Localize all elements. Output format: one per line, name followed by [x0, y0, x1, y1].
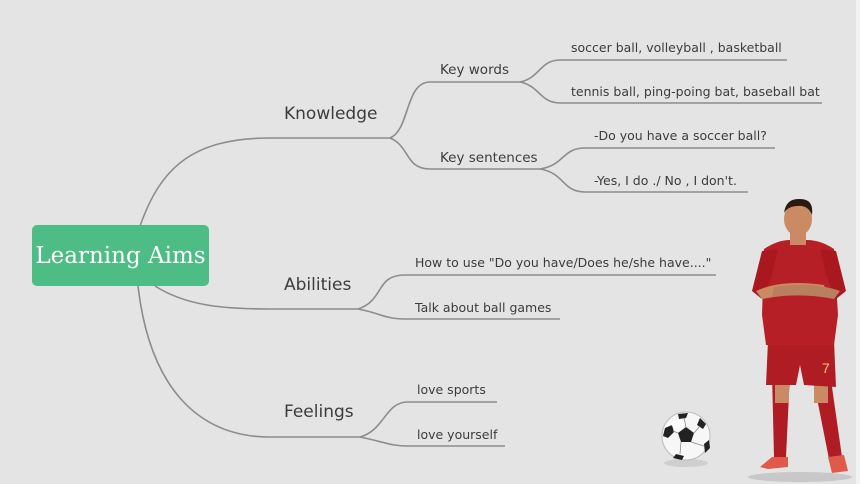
leaf-abilities-2: Talk about ball games [415, 300, 552, 315]
connector-feelings-leaf1 [359, 401, 497, 438]
sub-key-words: Key words [440, 62, 509, 78]
root-node: Learning Aims [32, 225, 209, 286]
leaf-key-sentences-1: -Do you have a soccer ball? [594, 128, 767, 143]
connector-root-knowledge [139, 137, 390, 227]
leaf-feelings-1: love sports [417, 382, 486, 397]
connector-abilities-leaf1 [357, 274, 716, 310]
soccer-ball-image [661, 411, 711, 467]
leaf-feelings-2: love yourself [417, 427, 498, 442]
connector-keywords-leaf1 [519, 59, 787, 83]
connector-knowledge-keywords [389, 81, 520, 139]
connector-knowledge-keysentences [389, 137, 540, 170]
leaf-key-sentences-2: -Yes, I do ./ No , I don't. [594, 173, 737, 188]
branch-feelings: Feelings [284, 402, 354, 422]
connector-keywords-leaf2 [519, 81, 822, 104]
leaf-key-words-2: tennis ball, ping-poing bat, baseball ba… [571, 84, 820, 99]
sub-key-sentences: Key sentences [440, 150, 538, 166]
leaf-abilities-1: How to use "Do you have/Does he/she have… [415, 255, 712, 270]
connector-root-abilities [154, 285, 358, 310]
soccer-player-image: 7 [748, 198, 852, 482]
connector-keysentences-leaf1 [539, 147, 775, 170]
svg-text:7: 7 [822, 360, 830, 376]
branch-knowledge: Knowledge [284, 104, 378, 124]
slide-edge [856, 0, 860, 484]
leaf-key-words-1: soccer ball, volleyball , basketball [571, 40, 782, 55]
branch-abilities: Abilities [284, 275, 352, 295]
connector-abilities-leaf2 [357, 308, 560, 320]
connector-root-feelings [137, 285, 360, 438]
root-label: Learning Aims [35, 242, 206, 269]
connector-keysentences-leaf2 [539, 168, 748, 193]
connector-feelings-leaf2 [359, 436, 505, 447]
